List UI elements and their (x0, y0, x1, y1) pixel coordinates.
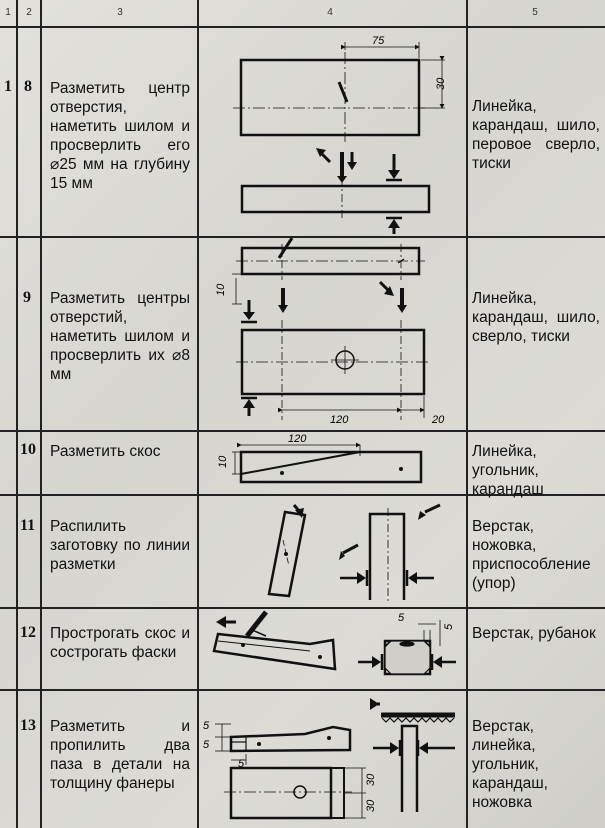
drawing-step-12 (212, 610, 456, 676)
step-number: 11 (20, 517, 36, 534)
saw-icon (342, 543, 359, 555)
clamp-arrow-icon (357, 572, 366, 584)
tools-text: Линейка, карандаш, шило, сверло, тиски (472, 290, 600, 345)
dimension-label: 5 (238, 758, 245, 770)
clamp-arrow-icon (388, 170, 400, 179)
step-number: 13 (20, 717, 36, 734)
dimension-label: 120 (288, 433, 307, 445)
dimension-label: 5 (398, 612, 405, 624)
board-front-view (400, 724, 419, 812)
board-side-view (229, 725, 352, 753)
arrow-down-right-icon (295, 508, 304, 518)
drawing-step-8 (233, 42, 445, 234)
row-divider (0, 494, 605, 496)
board-tilted (267, 510, 307, 598)
hole-mark (399, 641, 415, 647)
arrow-right-icon (370, 698, 379, 710)
dimension-label: 10 (217, 455, 229, 468)
drawing-step-10 (232, 442, 423, 484)
header-col5: 5 (532, 7, 538, 18)
awl-icon (337, 81, 349, 103)
operation-text: Разметить скос (50, 443, 161, 460)
dimension-label: 5 (203, 739, 210, 751)
arrow-up-left-icon (316, 148, 326, 157)
board-front-view (368, 512, 406, 600)
dimension-label: 10 (215, 283, 227, 296)
row-divider (0, 26, 605, 28)
dimension-label: 20 (431, 414, 445, 426)
column-divider (40, 0, 42, 828)
dimension-label: 30 (365, 799, 377, 812)
operation-text: Разметить центры отверстий, наметить шил… (50, 290, 190, 383)
dimension-label: 75 (372, 35, 385, 47)
row-divider (0, 689, 605, 691)
clamp-arrow-icon (243, 312, 255, 320)
clamp-arrow-icon (433, 656, 442, 668)
drawing-step-9 (232, 237, 430, 420)
tools-text: Линейка, угольник, карандаш (472, 443, 544, 498)
dimension-label: 120 (330, 414, 349, 426)
clamp-arrow-icon (390, 742, 399, 754)
board-top-view (239, 58, 421, 137)
section-number: 1 (4, 78, 12, 95)
clamp-arrow-icon (408, 572, 417, 584)
dimension-label: 5 (443, 623, 455, 630)
awl-icon (277, 237, 294, 259)
arrow-left-icon (216, 616, 226, 628)
tools-text: Верстак, рубанок (472, 625, 596, 642)
board-bevel (212, 632, 337, 671)
header-col1: 1 (5, 7, 11, 18)
header-col3: 3 (117, 7, 123, 18)
column-divider (16, 0, 18, 828)
operation-text: Распилить заготовку по линии разметки (50, 518, 190, 573)
step-number: 10 (20, 441, 36, 458)
tools-text: Верстак, ножовка, приспособление (упор) (472, 518, 591, 592)
dimension-label: 5 (203, 720, 210, 732)
board-side-view (239, 450, 423, 484)
step-number: 9 (23, 289, 31, 306)
operation-text: Разметить и пропилить два паза в детали … (50, 718, 190, 792)
drawing-step-11 (267, 503, 441, 604)
row-divider (0, 430, 605, 432)
board-top-view (229, 766, 333, 820)
plane-icon (245, 610, 268, 638)
operation-text: Прострогать скос и сострогать фаски (50, 625, 190, 661)
bevel-line (240, 451, 361, 475)
saw-icon (424, 503, 441, 514)
header-col2: 2 (26, 7, 32, 18)
clamp-arrow-icon (372, 656, 381, 668)
arrow-down-right-icon (384, 286, 394, 296)
column-divider (466, 0, 468, 828)
board-side-view (240, 184, 431, 214)
row-divider (0, 236, 605, 238)
step-number: 8 (24, 78, 32, 95)
tools-text: Линейка, карандаш, шило, перовое сверло,… (472, 98, 600, 172)
arrow-down-icon (347, 162, 357, 170)
dimension-label: 30 (435, 77, 447, 90)
header-col4: 4 (327, 7, 333, 18)
row-divider (0, 607, 605, 609)
tools-text: Верстак, линейка, угольник, карандаш, но… (472, 718, 548, 811)
operation-text: Разметить центр отверстия, наметить шило… (50, 80, 190, 192)
clamp-arrow-icon (243, 399, 255, 408)
clamp-arrow-icon (419, 742, 428, 754)
dimension-label: 30 (365, 773, 377, 786)
hole-circle (293, 785, 307, 799)
column-divider (197, 0, 199, 828)
clamp-arrow-icon (388, 219, 400, 228)
step-number: 12 (20, 624, 36, 641)
drawing-step-13 (215, 698, 455, 820)
